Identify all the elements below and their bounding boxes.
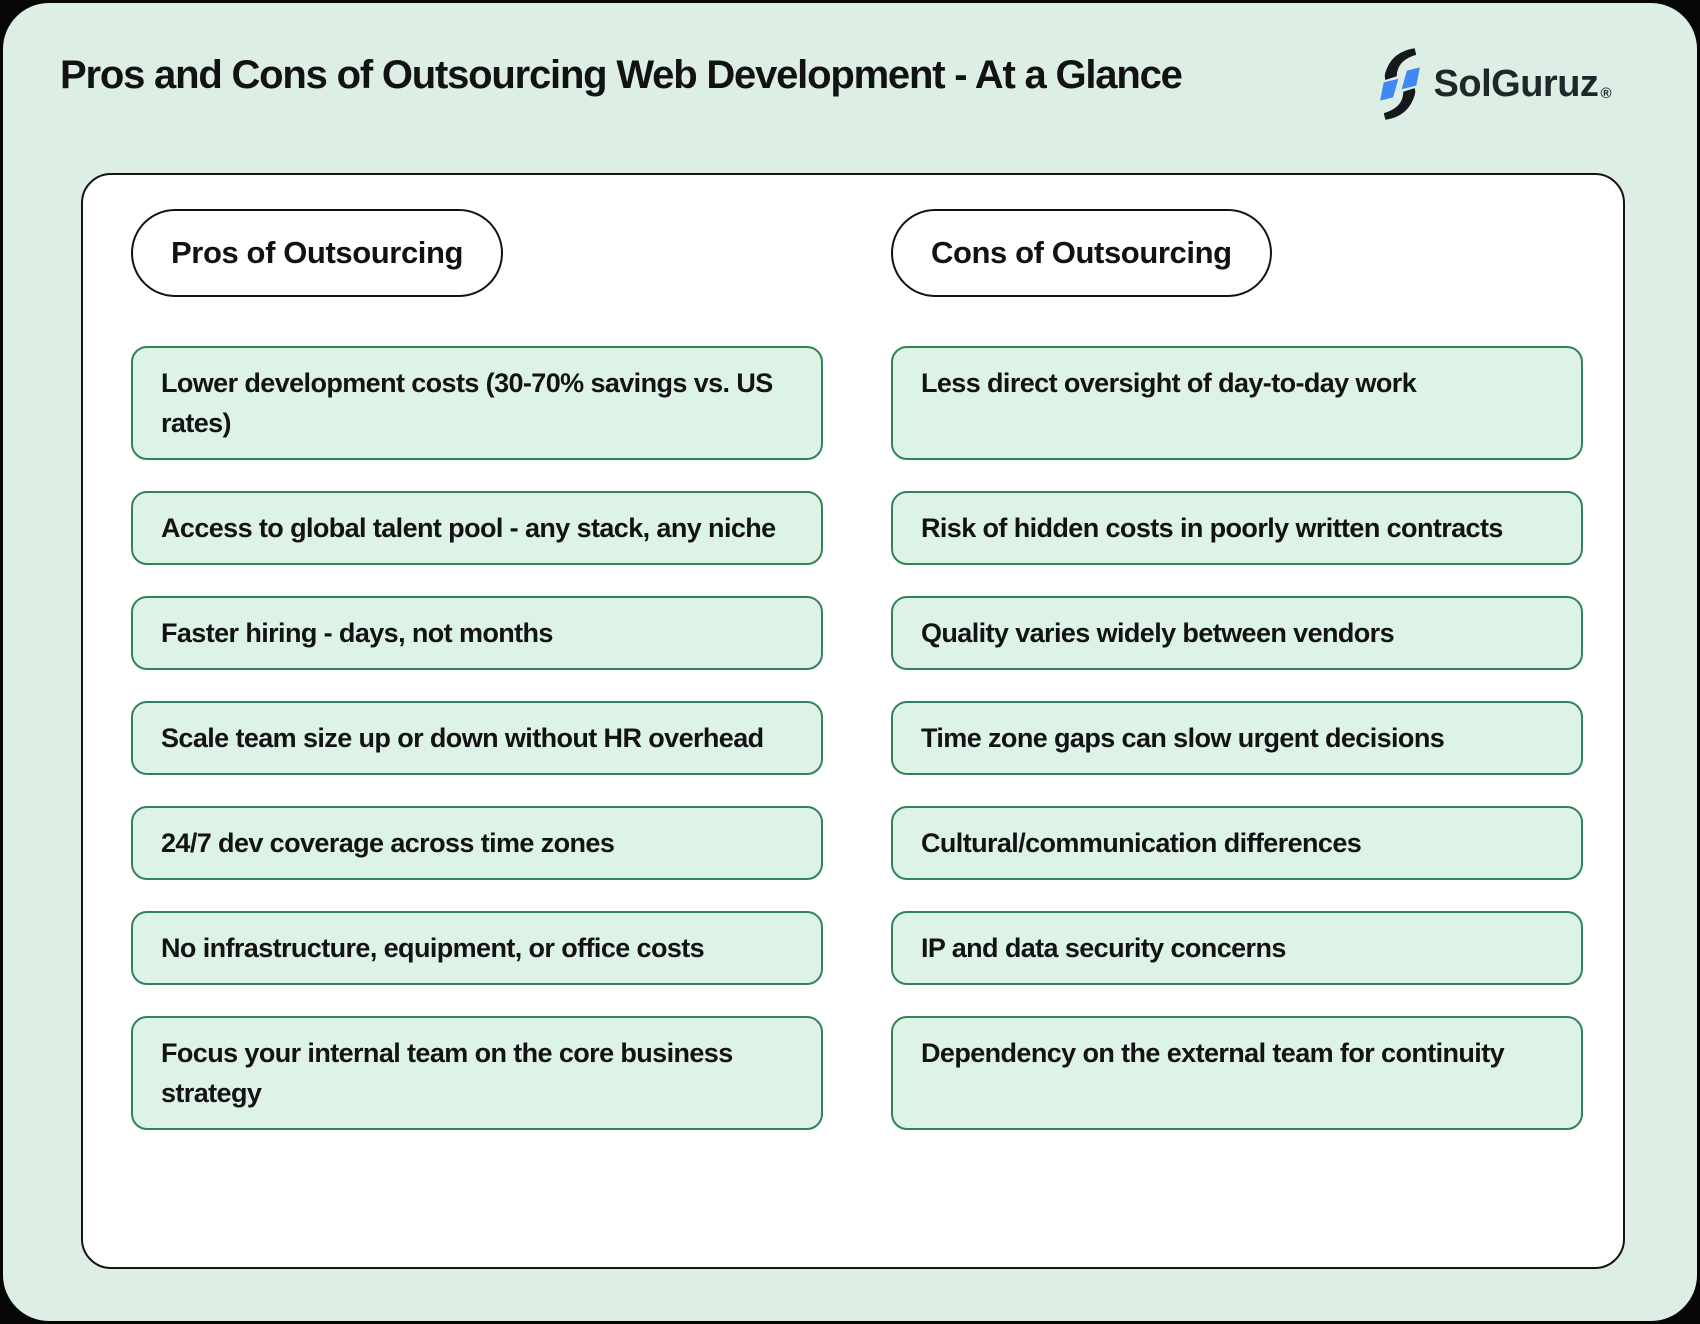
pros-column-header: Pros of Outsourcing bbox=[131, 209, 504, 297]
pros-item-6: No infrastructure, equipment, or office … bbox=[131, 911, 823, 985]
infographic-canvas: Pros and Cons of Outsourcing Web Develop… bbox=[3, 3, 1697, 1321]
pros-item-7: Focus your internal team on the core bus… bbox=[131, 1016, 823, 1130]
comparison-row: No infrastructure, equipment, or office … bbox=[131, 911, 1583, 985]
pros-item-5: 24/7 dev coverage across time zones bbox=[131, 806, 823, 880]
cons-item-2: Risk of hidden costs in poorly written c… bbox=[891, 491, 1583, 565]
solguruz-bolt-icon bbox=[1379, 48, 1420, 120]
comparison-row: Access to global talent pool - any stack… bbox=[131, 491, 1583, 565]
comparison-card: Pros of Outsourcing Cons of Outsourcing … bbox=[81, 173, 1625, 1269]
cons-column-header: Cons of Outsourcing bbox=[891, 209, 1272, 297]
cons-item-4: Time zone gaps can slow urgent decisions bbox=[891, 701, 1583, 775]
cons-item-1: Less direct oversight of day-to-day work bbox=[891, 346, 1583, 460]
pros-header-cell: Pros of Outsourcing bbox=[131, 209, 823, 297]
comparison-row: Lower development costs (30-70% savings … bbox=[131, 346, 1583, 460]
comparison-row: Faster hiring - days, not months Quality… bbox=[131, 596, 1583, 670]
registered-mark: ® bbox=[1600, 85, 1611, 102]
brand-logo: SolGuruz® bbox=[1374, 47, 1612, 121]
column-headers-row: Pros of Outsourcing Cons of Outsourcing bbox=[131, 209, 1583, 297]
cons-item-6: IP and data security concerns bbox=[891, 911, 1583, 985]
cons-header-cell: Cons of Outsourcing bbox=[891, 209, 1583, 297]
brand-name-text: SolGuruz bbox=[1433, 63, 1599, 105]
comparison-row: 24/7 dev coverage across time zones Cult… bbox=[131, 806, 1583, 880]
pros-item-1: Lower development costs (30-70% savings … bbox=[131, 346, 823, 460]
comparison-row: Scale team size up or down without HR ov… bbox=[131, 701, 1583, 775]
brand-name: SolGuruz® bbox=[1433, 47, 1612, 121]
cons-item-7: Dependency on the external team for cont… bbox=[891, 1016, 1583, 1130]
cons-item-3: Quality varies widely between vendors bbox=[891, 596, 1583, 670]
pros-item-3: Faster hiring - days, not months bbox=[131, 596, 823, 670]
comparison-row: Focus your internal team on the core bus… bbox=[131, 1016, 1583, 1130]
cons-item-5: Cultural/communication differences bbox=[891, 806, 1583, 880]
pros-item-4: Scale team size up or down without HR ov… bbox=[131, 701, 823, 775]
page-title: Pros and Cons of Outsourcing Web Develop… bbox=[60, 53, 1183, 97]
pros-item-2: Access to global talent pool - any stack… bbox=[131, 491, 823, 565]
